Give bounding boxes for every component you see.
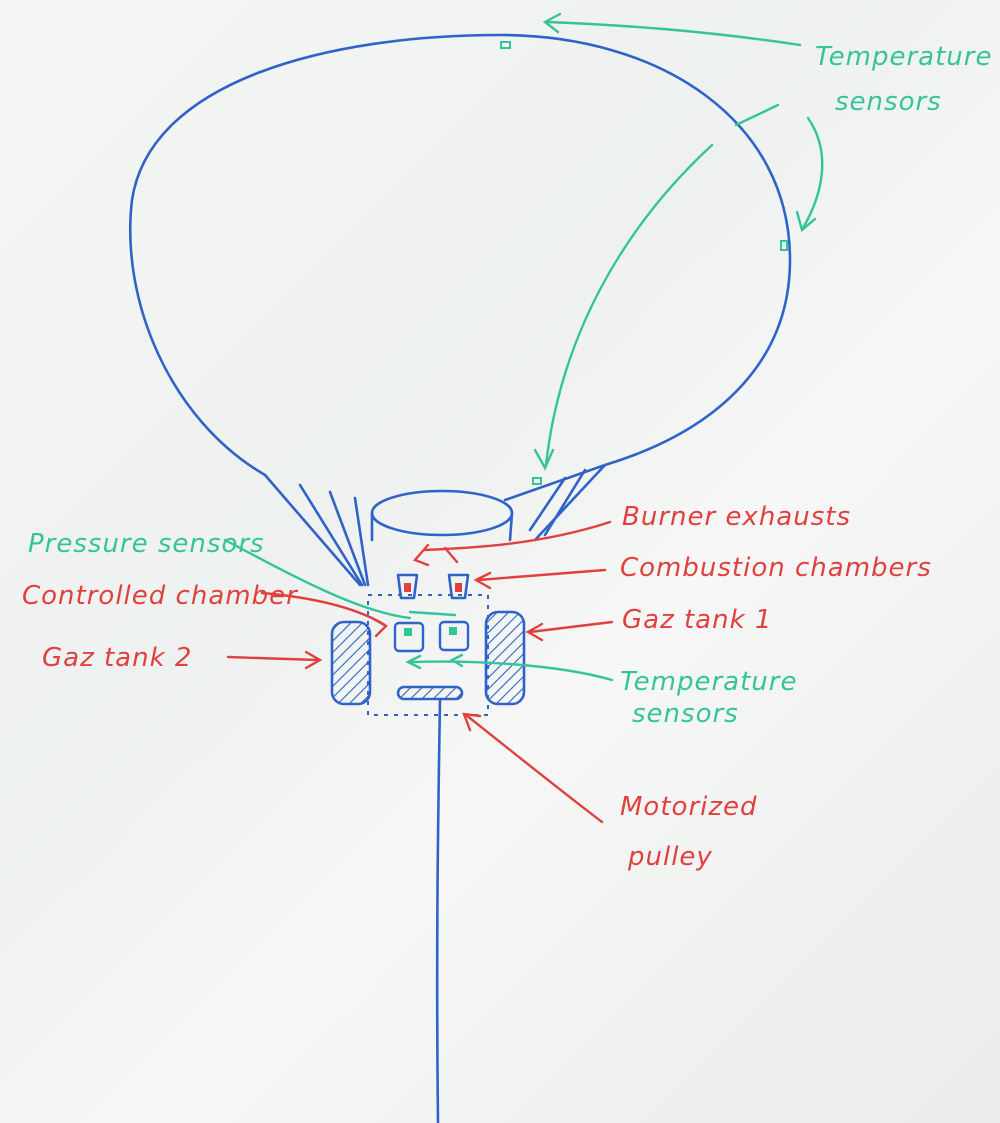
- envelope-temperature-sensor-top: [500, 41, 511, 49]
- burner-exhaust-right: [447, 573, 470, 600]
- balloon-rope-right-1: [543, 468, 587, 537]
- tether-cable: [435, 698, 442, 1123]
- label-temperature-sensors-top-1: Temperature: [815, 42, 992, 72]
- balloon-rope-left-3: [353, 496, 370, 587]
- label-burner-exhausts: Burner exhausts: [622, 502, 851, 532]
- arrow-controlled-head: [370, 616, 388, 638]
- arrow-gaz2-head: [304, 650, 323, 670]
- label-motorized-pulley-2: pulley: [627, 842, 713, 872]
- arrow-gaz1: [528, 620, 614, 634]
- gaz-tank-1: [484, 610, 526, 706]
- arrow-gaz2: [226, 655, 320, 662]
- balloon-rope-left-2: [328, 490, 367, 587]
- balloon: [128, 33, 792, 587]
- burner-flame-right: [455, 583, 462, 592]
- envelope-temperature-sensor-side: [780, 240, 788, 251]
- burner-exhaust-left: [396, 573, 419, 600]
- arrow-temp-top: [546, 20, 802, 47]
- label-motorized-pulley-1: Motorized: [620, 792, 758, 822]
- motorized-pulley: [396, 685, 464, 701]
- arrow-temp-gondola-head1: [405, 654, 422, 670]
- arrow-pressure-right: [408, 610, 457, 617]
- balloon-rope-right-2: [528, 476, 567, 532]
- arrow-temp-bottom-extra: [734, 103, 780, 127]
- green-arrows: [223, 12, 824, 682]
- arrow-temp-bottom: [544, 143, 714, 467]
- red-arrows: [226, 520, 614, 824]
- arrow-burner: [423, 520, 612, 552]
- balloon-mouth: [370, 489, 514, 537]
- label-controlled-chamber: Controlled chamber: [22, 581, 299, 611]
- arrow-temp-top-head: [542, 12, 562, 34]
- balloon-skirt-left: [263, 473, 362, 587]
- label-gaz-tank-1: Gaz tank 1: [622, 605, 772, 635]
- arrow-temp-gondola: [410, 660, 614, 682]
- label-temperature-sensors-bottom-1: Temperature: [620, 667, 797, 697]
- arrow-pressure: [223, 538, 412, 620]
- balloon-rope-left-1: [298, 483, 364, 587]
- arrow-gaz1-head: [525, 622, 544, 642]
- label-temperature-sensors-top-2: sensors: [835, 87, 942, 117]
- arrow-temp-side: [801, 116, 824, 230]
- combustion-chamber-left: [393, 621, 425, 653]
- arrow-temp-gondola-head2: [449, 653, 464, 668]
- label-temperature-sensors-bottom-2: sensors: [632, 699, 739, 729]
- combustion-chamber-right: [438, 620, 470, 652]
- label-gaz-tank-2: Gaz tank 2: [42, 643, 192, 673]
- arrow-temp-bottom-head: [533, 448, 555, 471]
- balloon-mouth-side-right: [508, 511, 514, 542]
- pressure-sensor-left: [404, 628, 412, 636]
- arrow-burner-left-head: [412, 543, 430, 567]
- balloon-skirt-right: [533, 463, 607, 542]
- balloon-envelope: [128, 33, 792, 502]
- arrow-temp-side-head: [795, 210, 817, 233]
- label-pressure-sensors: Pressure sensors: [28, 529, 265, 559]
- gaz-tank-2: [330, 620, 372, 706]
- burner-flame-left: [404, 583, 411, 592]
- label-combustion-chambers: Combustion chambers: [620, 553, 932, 583]
- envelope-temperature-sensor-bottom: [532, 477, 542, 485]
- arrow-combustion: [476, 568, 607, 582]
- arrow-burner-right-head: [443, 546, 459, 564]
- pressure-sensor-right: [449, 627, 457, 635]
- arrow-pulley: [464, 713, 604, 824]
- gondola: [330, 573, 526, 1123]
- arrow-pulley-head: [462, 712, 482, 732]
- arrow-combustion-head: [473, 571, 492, 590]
